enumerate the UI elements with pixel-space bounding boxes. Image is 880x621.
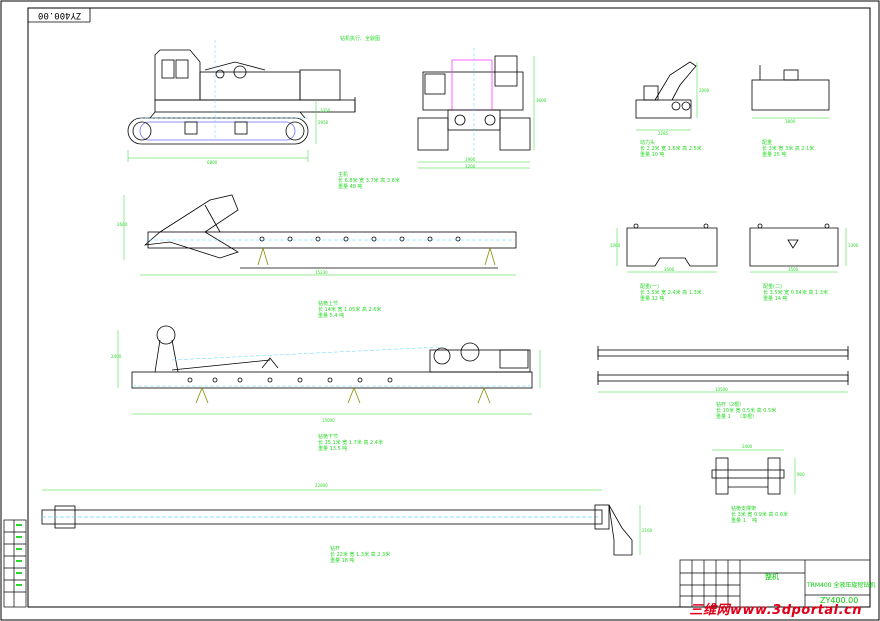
caption-rotary-head: 动力头 长 2.2米 宽 1.6米 高 2.5米 重量 10 吨 — [640, 140, 702, 158]
dim-front-w2: 3200 — [465, 164, 476, 169]
mast-lower-section — [131, 325, 533, 404]
drawing-frame — [27, 7, 871, 608]
drawing-number-stamp: ZY400.00 — [38, 10, 82, 20]
counterweight-a — [626, 223, 718, 267]
caption-kelly-bar: 钻杆 长 22米 宽 1.3米 高 2.3米 重量 18 吨 — [330, 546, 391, 564]
title-block-name: 整机 — [765, 573, 779, 581]
main-machine-side-view — [127, 49, 356, 145]
dim-main-height: 2950 — [318, 120, 329, 125]
dim-counterweight-w: 3800 — [785, 119, 796, 124]
dim-boom-h: 2400 — [111, 354, 122, 359]
counterweight-top-view — [751, 65, 830, 111]
dim-front-h: 3600 — [536, 98, 547, 103]
dim-mast-h: 2600 — [117, 222, 128, 227]
caption-counterweight-a: 配重(一) 长 3.5米 宽 2.4米 高 1.3米 重量 12 吨 — [640, 284, 702, 302]
dim-main-width: 6800 — [207, 160, 218, 165]
title-block — [679, 559, 871, 608]
dim-cwa-h: 1000 — [610, 243, 621, 248]
dim-support-h: 900 — [797, 472, 805, 477]
dim-rods-w: 10500 — [715, 387, 728, 392]
dim-kelly-h: 2100 — [642, 528, 653, 533]
caption-mast-lower: 钻桅下节 长 15.1米 宽 1.7米 高 2.4米 重量 13.5 吨 — [318, 434, 383, 452]
rotary-head-view — [635, 61, 697, 119]
dim-boom-w: 15000 — [322, 418, 335, 423]
dim-front-w1: 1900 — [465, 157, 476, 162]
drill-rods — [597, 346, 849, 385]
dim-cwb-w: 3500 — [788, 267, 799, 272]
caption-counterweight-b: 配重(二) 长 3.5米 宽 0.54米 高 1.3米 重量 14 吨 — [763, 284, 828, 302]
site-watermark: 三维网www.3dportal.cn — [689, 603, 862, 618]
title-block-description: TRM400 全液压旋挖钻机 — [807, 582, 876, 589]
caption-support-frame: 钻桅支撑架 长 3米 宽 0.9米 高 0.6米 重量 1 吨 — [731, 506, 789, 524]
dim-rotary-w: 2285 — [658, 131, 669, 136]
dim-rotary-h: 2000 — [699, 88, 710, 93]
drawing-heading: 钻机执行、全貌图 — [340, 36, 381, 42]
dim-cwa-w: 3500 — [664, 267, 675, 272]
title-block-drawing-no: ZY400.00 — [820, 596, 859, 605]
margin-table — [3, 519, 27, 608]
dim-mast-w: 15230 — [315, 270, 328, 275]
caption-mast-upper: 钻桅上节 长 14米 宽 1.05米 高 2.6米 重量 5.4 吨 — [318, 301, 382, 319]
caption-drill-rods: 钻杆（2根） 长 10米 宽 0.5米 高 0.5米 重量 1 （单根） — [716, 402, 777, 420]
dim-cwb-h: 1300 — [848, 243, 859, 248]
dim-main-base: 3350 — [320, 108, 331, 113]
kelly-bar — [41, 504, 633, 556]
dim-kelly-w: 22800 — [315, 483, 328, 488]
mast-support-frame — [711, 457, 785, 495]
caption-counterweight: 配重 长 3米 宽 3米 高 2.1米 重量 25 吨 — [762, 140, 815, 158]
counterweight-b — [749, 223, 839, 267]
caption-main-machine: 主机 长 6.8米 宽 3.7米 高 3.6米 重量 48 吨 — [338, 172, 400, 190]
dim-support-w: 2400 — [742, 444, 753, 449]
